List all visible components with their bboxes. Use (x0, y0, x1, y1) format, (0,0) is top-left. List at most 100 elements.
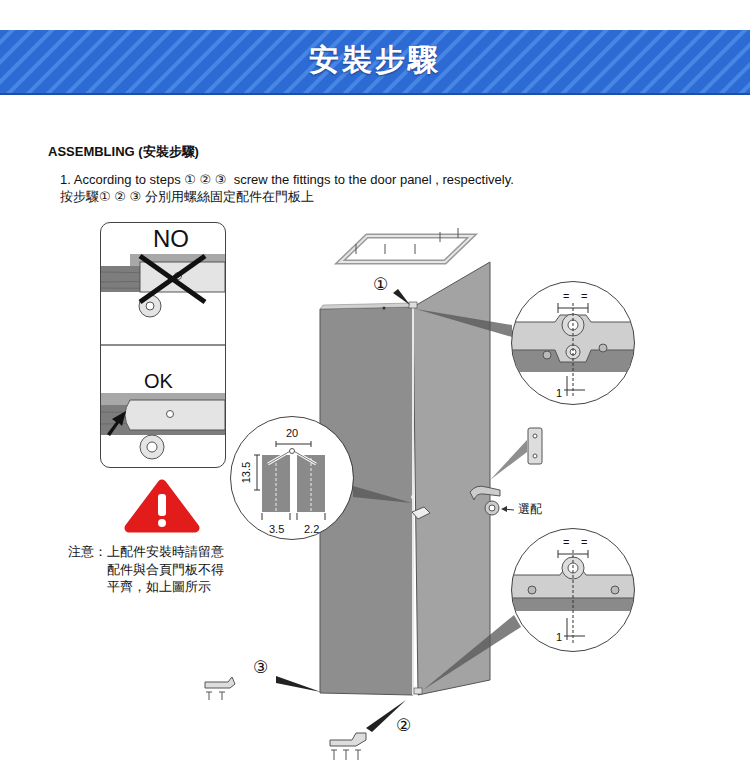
bottom-fittings (343, 750, 349, 751)
detail-top-right (558, 308, 588, 309)
handle-fittings (528, 428, 542, 464)
detail-left (254, 490, 260, 491)
leader-wedges (416, 309, 512, 337)
detail-left (297, 513, 298, 520)
warning-icon (129, 484, 195, 528)
detail-left (297, 455, 325, 512)
inset-illustration (140, 256, 205, 302)
detail-left (254, 455, 260, 456)
warning-icon (158, 494, 166, 516)
handle-fittings (489, 505, 495, 511)
detail-top-right (543, 351, 551, 359)
door (320, 303, 413, 309)
inset-illustration (125, 400, 225, 430)
status-word: NO (153, 225, 189, 254)
dimension-text: = (581, 536, 587, 549)
detail-left (325, 513, 326, 520)
detail-bottom-right (567, 618, 568, 640)
detail-left (262, 455, 290, 512)
handle-fittings (490, 440, 527, 480)
warning-icon (158, 519, 166, 527)
bottom-fittings (205, 677, 235, 688)
leader-wedges (276, 289, 521, 732)
detail-bottom-right (611, 586, 619, 594)
handle-fittings (533, 454, 537, 458)
door (411, 495, 415, 499)
bottom-fittings (205, 677, 366, 760)
detail-circle: = = 1 (511, 528, 635, 652)
bottom-fittings (331, 750, 337, 751)
bottom-fittings (330, 733, 366, 746)
dimension-text: 1 (556, 631, 562, 644)
handle-fittings (485, 501, 499, 515)
detail-top-right (505, 303, 645, 398)
bottom-fittings (346, 750, 347, 760)
bottom-fittings (222, 692, 223, 700)
dimension-text: = (563, 536, 569, 549)
inset-illustration (147, 442, 157, 452)
detail-left (276, 458, 277, 512)
detail-left (311, 441, 312, 447)
header-band (0, 93, 750, 95)
header-band (0, 30, 750, 95)
door (412, 307, 414, 695)
warning-icon (129, 484, 195, 528)
top-fitting (356, 244, 357, 254)
status-word: OK (144, 369, 173, 393)
page-title: 安裝步驟 (0, 42, 750, 78)
header-band (0, 30, 750, 95)
detail-top-right (564, 390, 585, 391)
dimension-text: = (581, 290, 587, 303)
inset-illustration (146, 302, 154, 310)
door (383, 307, 386, 310)
detail-left (231, 417, 353, 539)
handle-fittings (533, 434, 537, 438)
instruction-text: 按步驟① ② ③ 分別用螺絲固定配件在門板上 (60, 189, 314, 205)
top-fitting (340, 236, 472, 262)
detail-left (231, 417, 353, 539)
detail-left (276, 444, 311, 445)
top-fitting (340, 228, 472, 262)
detail-top-right (567, 376, 568, 396)
leader-wedges (423, 615, 521, 690)
callout-number: ③ (253, 658, 268, 678)
leader-wedges (353, 486, 412, 503)
handle-fittings (470, 486, 500, 500)
top-fitting (415, 244, 416, 254)
detail-left (290, 449, 295, 454)
dimension-text: 13.5 (240, 462, 253, 483)
inset-illustration (101, 223, 225, 467)
bottom-fittings (206, 692, 212, 693)
dimension-text: 2.2 (304, 523, 319, 536)
bottom-fittings (358, 750, 359, 760)
detail-left (262, 513, 263, 520)
top-fitting (385, 244, 386, 254)
detail-top-right (566, 345, 580, 359)
top-fitting (440, 232, 441, 242)
inset-illustration (107, 411, 126, 436)
detail-circle: 2013.53.52.2 (230, 416, 354, 540)
leader-wedges (276, 676, 321, 692)
detail-inset: NO OK (100, 222, 226, 468)
door (414, 688, 422, 694)
door (409, 302, 417, 308)
dimension-text: = (563, 290, 569, 303)
detail-left (254, 441, 325, 520)
detail-left (290, 513, 291, 520)
detail-bottom-right (512, 529, 634, 651)
section-heading: ASSEMBLING (安裝步驟) (48, 144, 199, 160)
inset-illustration (140, 435, 164, 459)
instruction-text: 1. According to steps ① ② ③ screw the fi… (60, 172, 514, 188)
detail-bottom-right (573, 550, 574, 645)
part-label: 選配 (518, 502, 542, 516)
inset-illustration (140, 256, 205, 302)
inset-illustration (101, 344, 225, 346)
detail-bottom-right (558, 554, 588, 555)
detail-top-right (505, 282, 645, 404)
bottom-fittings (334, 750, 335, 760)
dimension-text: 20 (286, 427, 298, 440)
top-fitting (340, 236, 472, 262)
dimension-text: 1 (556, 387, 562, 400)
detail-bottom-right (564, 636, 585, 637)
handle-fittings (470, 428, 542, 515)
